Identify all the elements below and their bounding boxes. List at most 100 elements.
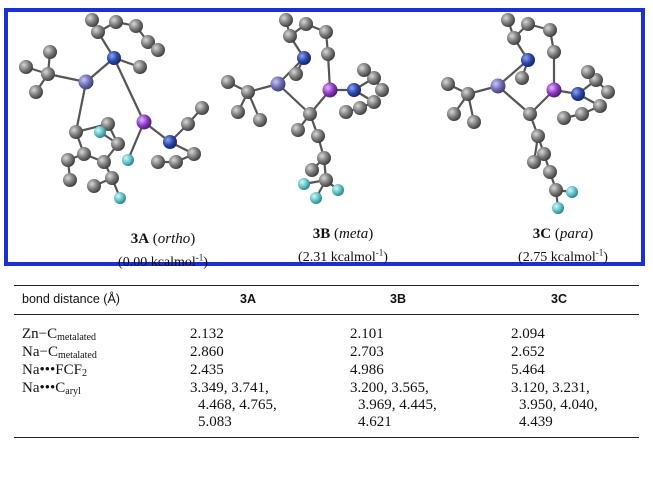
atom-na (546, 82, 562, 98)
atom-f (310, 192, 322, 204)
atom-f (94, 126, 106, 138)
atom-c (241, 85, 255, 99)
atom-c (101, 117, 115, 131)
atom-c (367, 71, 381, 85)
atom-c (289, 67, 303, 81)
row-label-zn-c: Zn−Cmetalated (22, 326, 97, 343)
header-bond-distance: bond distance (Å) (22, 292, 120, 306)
atom-c (543, 165, 557, 179)
atom-c (357, 63, 371, 77)
atom-c (593, 99, 607, 113)
atom-c (19, 60, 33, 74)
atom-c (169, 155, 183, 169)
atom-zn (78, 74, 94, 90)
structure-label-3C: 3C (para) (2.75 kcalmol-1) (518, 226, 608, 265)
atom-c (527, 155, 541, 169)
atom-c (303, 107, 317, 121)
atom-c (311, 129, 325, 143)
atom-na (322, 82, 338, 98)
cell-na-fcf2-3B: 4.986 (350, 362, 384, 378)
structure-label-3A: 3A (ortho) (0.00 kcalmol-1) (118, 231, 208, 270)
row-label-na-fcf2: Na•••FCF2 (22, 362, 87, 379)
atom-c (521, 17, 535, 31)
structure-3A (19, 13, 209, 204)
atom-c (279, 13, 293, 27)
cell-na-c-3C: 2.652 (511, 344, 545, 360)
atom-c (515, 71, 529, 85)
atom-c (321, 47, 335, 61)
structure-3C (441, 13, 615, 214)
header-3C: 3C (551, 292, 567, 306)
row-label-na-caryl: Na•••Caryl (22, 380, 81, 397)
cell-zn-c-3C: 2.094 (511, 326, 545, 342)
atom-c (151, 43, 165, 57)
cell-na-caryl-3C: 3.120, 3.231, 3.950, 4.040, 4.439 (511, 380, 598, 430)
atom-c (581, 65, 595, 79)
atom-c (291, 123, 305, 137)
atom-c (141, 35, 155, 49)
atom-c (61, 153, 75, 167)
atom-c (601, 85, 615, 99)
atom-c (549, 183, 563, 197)
atom-c (221, 75, 235, 89)
atom-c (319, 173, 333, 187)
atom-na (136, 114, 152, 130)
table-header-rule (14, 314, 639, 315)
atom-c (375, 83, 389, 97)
atom-c (187, 147, 201, 161)
molecular-structures-panel: 3A (ortho) (0.00 kcalmol-1) 3B (meta) (2… (4, 8, 645, 270)
table-top-rule (14, 285, 639, 286)
atom-f (122, 154, 134, 166)
atom-c (85, 13, 99, 27)
atom-zn (270, 76, 286, 92)
atom-c (467, 115, 481, 129)
atom-c (339, 105, 353, 119)
header-3B: 3B (390, 292, 406, 306)
atom-c (87, 179, 101, 193)
atom-c (523, 107, 537, 121)
cell-na-caryl-3B: 3.200, 3.565, 3.969, 4.445, 4.621 (350, 380, 437, 430)
atom-c (543, 23, 557, 37)
structure-3B (221, 13, 389, 204)
atom-c (531, 129, 545, 143)
atom-zn (490, 78, 506, 94)
cell-zn-c-3A: 2.132 (190, 326, 224, 342)
atom-c (109, 15, 123, 29)
atom-c (557, 111, 571, 125)
bond (74, 81, 88, 133)
header-3A: 3A (240, 292, 256, 306)
table-bottom-rule (14, 437, 639, 438)
structure-label-3B: 3B (meta) (2.31 kcalmol-1) (298, 226, 388, 265)
atom-n (297, 51, 311, 65)
atom-c (501, 13, 515, 27)
atom-c (319, 25, 333, 39)
atom-c (547, 45, 561, 59)
atom-n (521, 53, 535, 67)
atom-c (353, 101, 367, 115)
atom-c (91, 25, 105, 39)
atom-c (77, 147, 91, 161)
atom-c (299, 17, 313, 31)
atom-c (111, 137, 125, 151)
atom-c (29, 85, 43, 99)
atom-f (114, 192, 126, 204)
atom-c (447, 107, 461, 121)
cell-na-c-3B: 2.703 (350, 344, 384, 360)
atom-c (575, 107, 589, 121)
cell-na-fcf2-3C: 5.464 (511, 362, 545, 378)
molecular-structures-svg (19, 13, 615, 214)
atom-c (231, 105, 245, 119)
bond (113, 57, 145, 123)
atom-c (507, 31, 521, 45)
atom-n (107, 51, 121, 65)
cell-zn-c-3B: 2.101 (350, 326, 384, 342)
atom-c (253, 113, 267, 127)
atom-c (63, 173, 77, 187)
atom-c (105, 171, 119, 185)
atom-n (163, 135, 177, 149)
atom-c (97, 155, 111, 169)
atom-c (181, 117, 195, 131)
atom-f (298, 178, 310, 190)
atom-f (332, 184, 344, 196)
atom-n (571, 87, 585, 101)
